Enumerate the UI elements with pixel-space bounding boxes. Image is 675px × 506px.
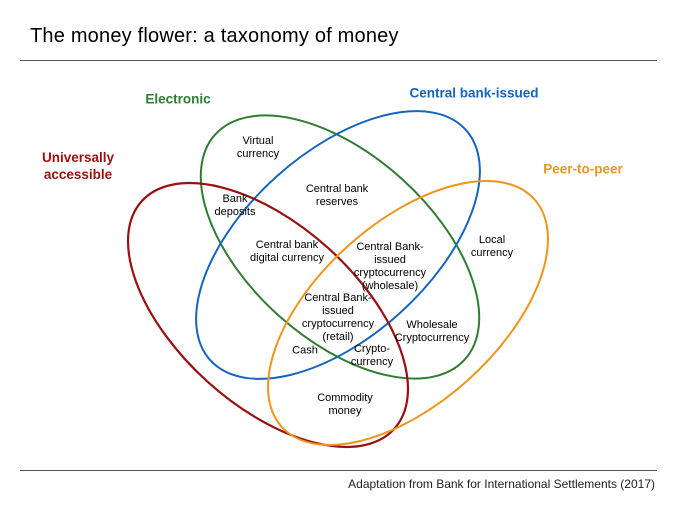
- set-label-peer-to-peer: Peer-to-peer: [543, 161, 623, 177]
- region-central-bank-digital-currency: Central bank digital currency: [250, 239, 324, 264]
- region-central-bank-reserves: Central bank reserves: [305, 183, 369, 208]
- set-label-central-bank-issued: Central bank-issued: [409, 85, 539, 101]
- footer-divider: [20, 470, 657, 471]
- source-attribution: Adaptation from Bank for International S…: [348, 477, 655, 491]
- ellipse-peer-to-peer: [267, 180, 549, 446]
- ellipse-electronic: [199, 114, 481, 380]
- region-cryptocurrency: Crypto- currency: [350, 343, 394, 368]
- title-divider: [20, 60, 657, 61]
- region-cb-issued-cryptocurrency-wholesale: Central Bank- issued cryptocurrency (who…: [353, 241, 427, 292]
- region-commodity-money: Commodity money: [317, 392, 373, 417]
- region-cash: Cash: [292, 344, 318, 357]
- page-title: The money flower: a taxonomy of money: [30, 25, 399, 47]
- region-virtual-currency: Virtual currency: [236, 135, 280, 160]
- region-cb-issued-cryptocurrency-retail: Central Bank- issued cryptocurrency (ret…: [301, 292, 375, 343]
- set-label-universally-accessible: Universally accessible: [41, 150, 115, 182]
- set-label-electronic: Electronic: [145, 91, 211, 107]
- region-local-currency: Local currency: [470, 234, 514, 259]
- ellipse-central-bank-issued: [195, 110, 481, 380]
- region-wholesale-cryptocurrency: Wholesale Cryptocurrency: [394, 319, 470, 344]
- region-bank-deposits: Bank deposits: [214, 193, 256, 218]
